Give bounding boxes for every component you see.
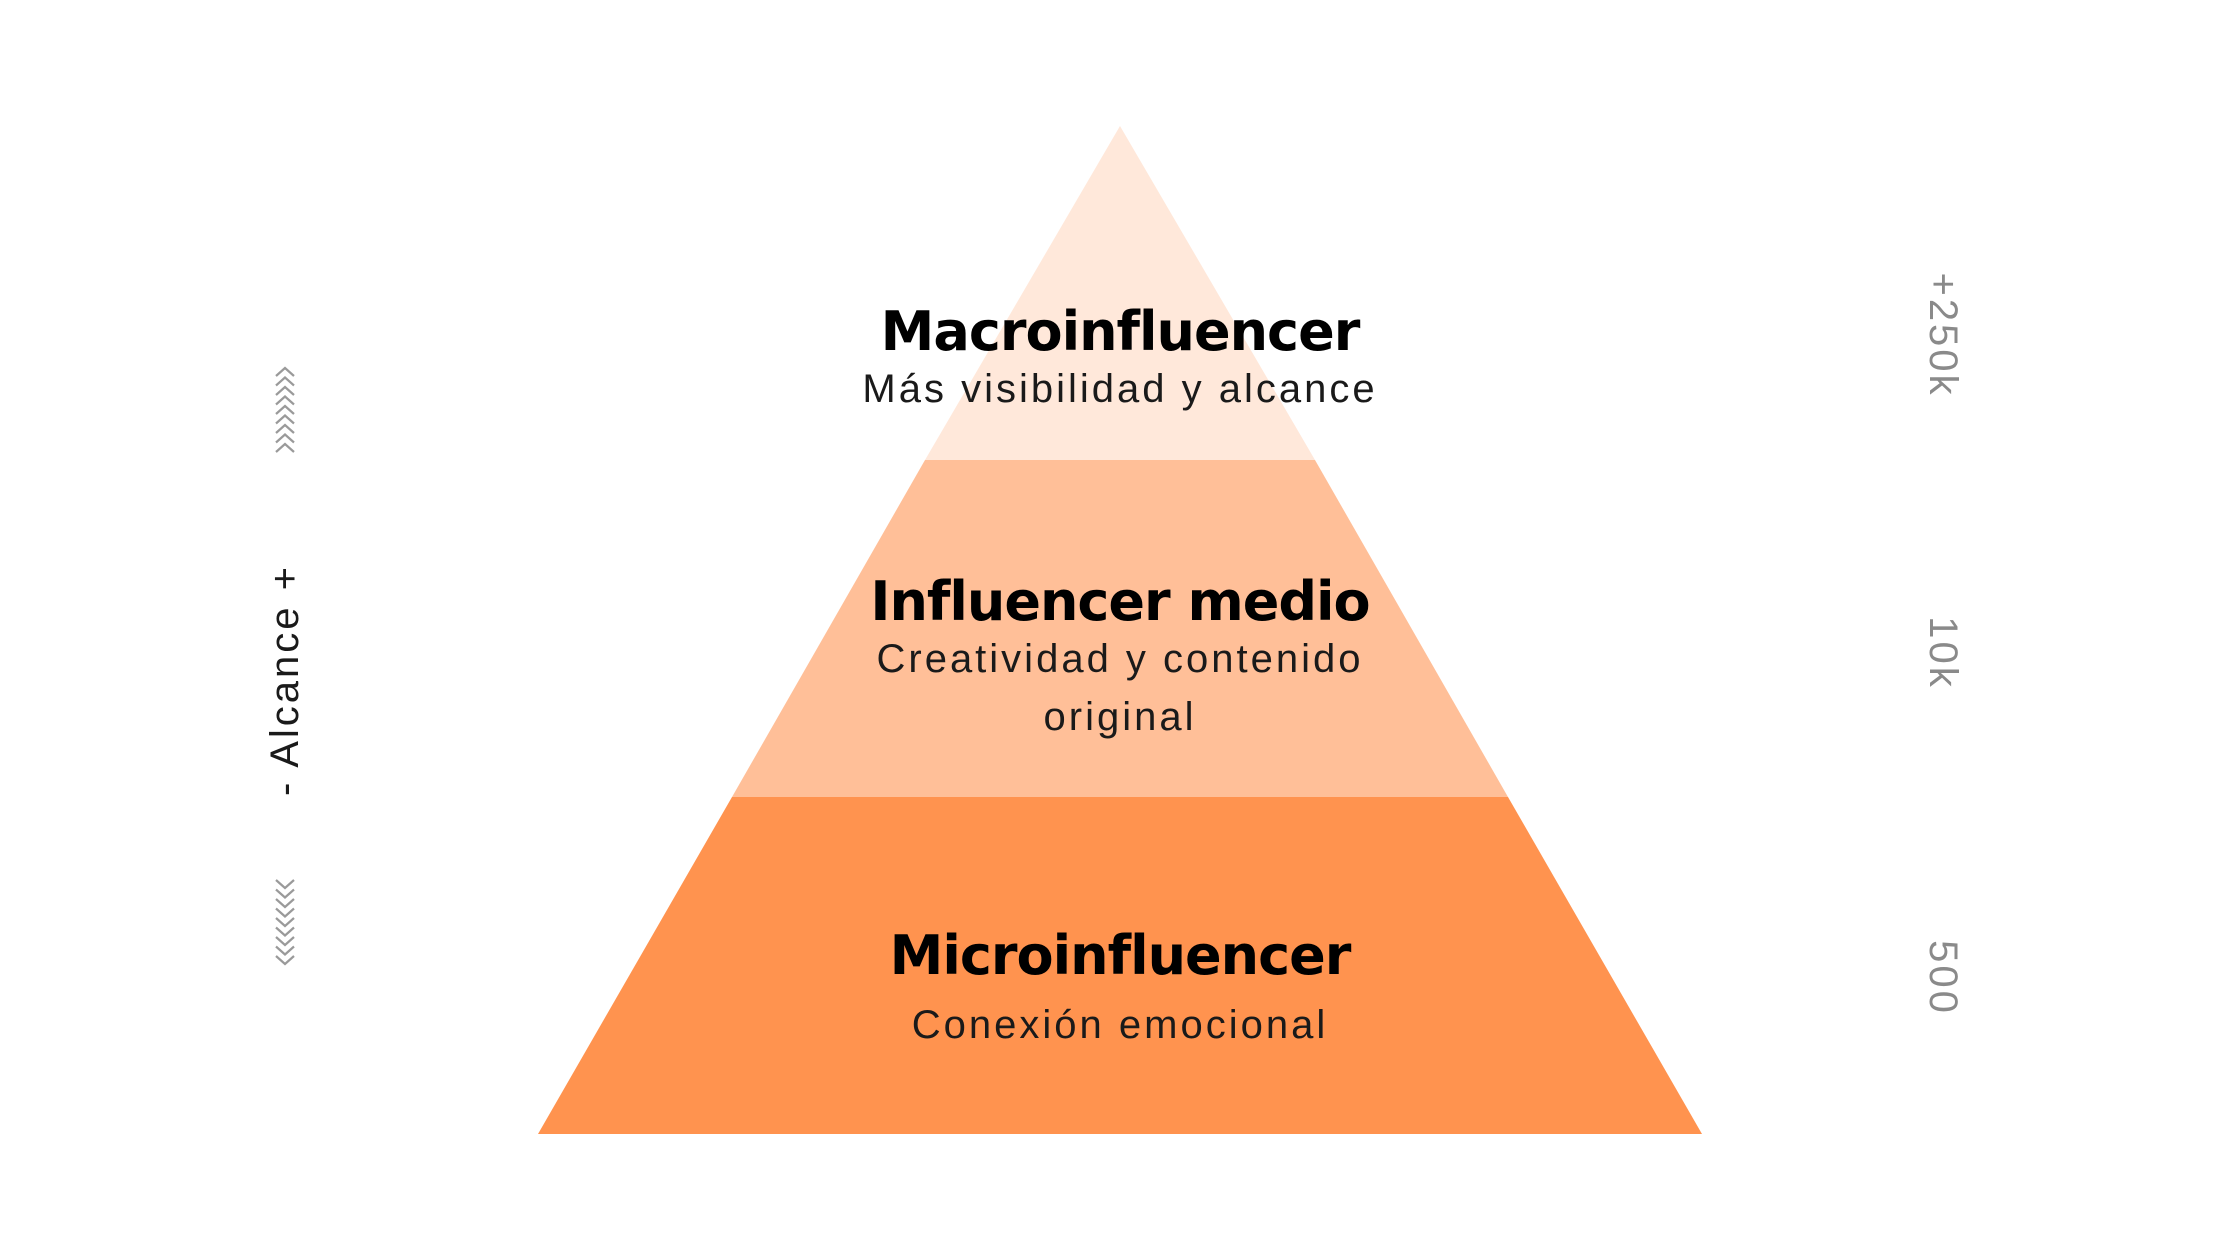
chevron-up-icon	[275, 366, 295, 453]
axis-label-alcance: - Alcance +	[263, 564, 307, 796]
pyramid-tier-microinfluencer	[538, 797, 1702, 1134]
tier-description-macroinfluencer: Más visibilidad y alcance	[862, 367, 1377, 411]
pyramid-tier-macroinfluencer	[925, 126, 1315, 460]
tier-description-microinfluencer: Conexión emocional	[912, 1003, 1328, 1047]
tier-title-influencer-medio: Influencer medio	[870, 570, 1369, 633]
tier-description-influencer-medio-line-2: original	[1044, 695, 1197, 739]
tier-count-influencer-medio: 10k	[1921, 616, 1965, 690]
tier-count-macroinfluencer: +250k	[1921, 272, 1965, 397]
tier-title-microinfluencer: Microinfluencer	[890, 924, 1352, 987]
chevron-down-icon	[275, 879, 295, 966]
tier-description-influencer-medio-line-1: Creatividad y contenido	[876, 637, 1363, 681]
tier-count-microinfluencer: 500	[1921, 940, 1965, 1016]
pyramid-tier-influencer-medio	[732, 460, 1508, 797]
tier-title-macroinfluencer: Macroinfluencer	[881, 300, 1361, 363]
